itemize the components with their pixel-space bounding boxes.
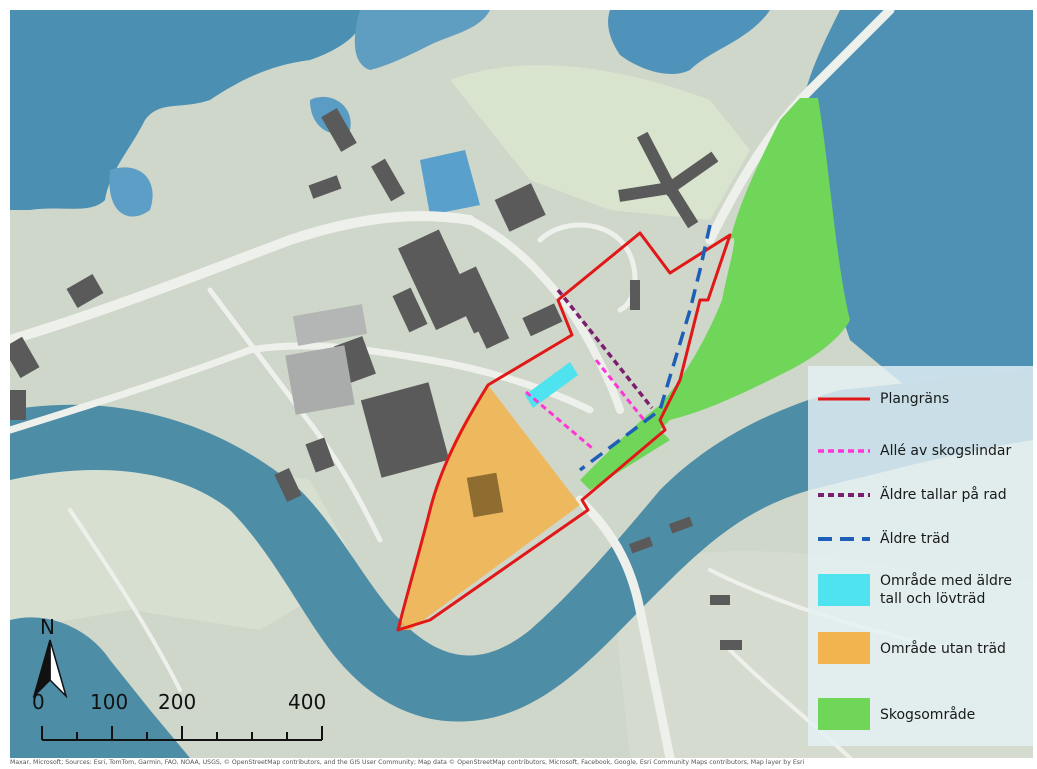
lake-southwest: [10, 617, 190, 758]
legend-item-older-pine-area: Område med äldre tall och lövträd: [808, 566, 1033, 614]
legend-label-forest-area: Skogsområde: [880, 707, 976, 723]
scale-bar-ruler: [41, 726, 323, 741]
legend-item-pine-row: Äldre tallar på rad: [808, 482, 1033, 522]
scale-label-400: 400: [288, 690, 327, 714]
lake-east: [800, 10, 1033, 440]
legend-item-forest-area: Skogsområde: [808, 696, 1033, 736]
legend-label-plan-boundary: Plangräns: [880, 391, 950, 407]
magenta-dashed-line-icon: [818, 449, 870, 453]
legend-item-plan-boundary: Plangräns: [808, 386, 1033, 426]
legend-label-older-pine-area-line1: Område med äldre: [880, 573, 1012, 589]
wetland: [109, 167, 153, 217]
scale-label-0: 0: [32, 690, 45, 714]
legend-label-no-trees-area: Område utan träd: [880, 641, 1006, 657]
solid-red-line-icon: [818, 397, 870, 401]
linden-avenue: [525, 359, 646, 450]
north-arrow-icon: [32, 639, 68, 698]
map-legend: Plangräns Allé av skogslindar Äldre tall…: [808, 366, 1033, 746]
pine-row: [556, 288, 654, 410]
legend-item-no-trees-area: Område utan träd: [808, 630, 1033, 670]
purple-dashed-line-icon: [818, 493, 870, 497]
cyan-area-icon: [818, 574, 870, 606]
north-arrow-label: N: [40, 615, 55, 639]
legend-label-linden-avenue: Allé av skogslindar: [880, 443, 1012, 459]
lake-north: [10, 10, 362, 210]
grey-building: [292, 304, 368, 346]
scale-bar: 0 100 200 400: [32, 690, 332, 750]
river: [10, 370, 1033, 722]
orange-area-icon: [818, 632, 870, 664]
plan-boundary: [396, 231, 732, 632]
scale-label-200: 200: [158, 690, 197, 714]
legend-label-old-trees: Äldre träd: [880, 531, 950, 547]
building-in-orange: [466, 472, 504, 518]
star-building: [618, 131, 719, 229]
legend-label-pine-row: Äldre tallar på rad: [880, 487, 1007, 503]
legend-label-older-pine-area-line2: tall och lövträd: [880, 591, 986, 607]
blue-dashed-line-icon: [818, 537, 870, 541]
older-pine-area: [525, 362, 578, 408]
map-attribution: Maxar, Microsoft; Sources: Esri, TomTom,…: [10, 759, 805, 766]
legend-item-linden-avenue: Allé av skogslindar: [808, 438, 1033, 478]
old-trees-line: [578, 224, 712, 472]
lake-north-2: [608, 10, 770, 75]
pond: [420, 150, 480, 215]
lake-north-shallows: [354, 10, 490, 70]
grey-building: [285, 345, 355, 415]
scale-label-100: 100: [90, 690, 129, 714]
legend-item-old-trees: Äldre träd: [808, 526, 1033, 566]
green-area-icon: [818, 698, 870, 730]
forest-area: [580, 98, 850, 490]
